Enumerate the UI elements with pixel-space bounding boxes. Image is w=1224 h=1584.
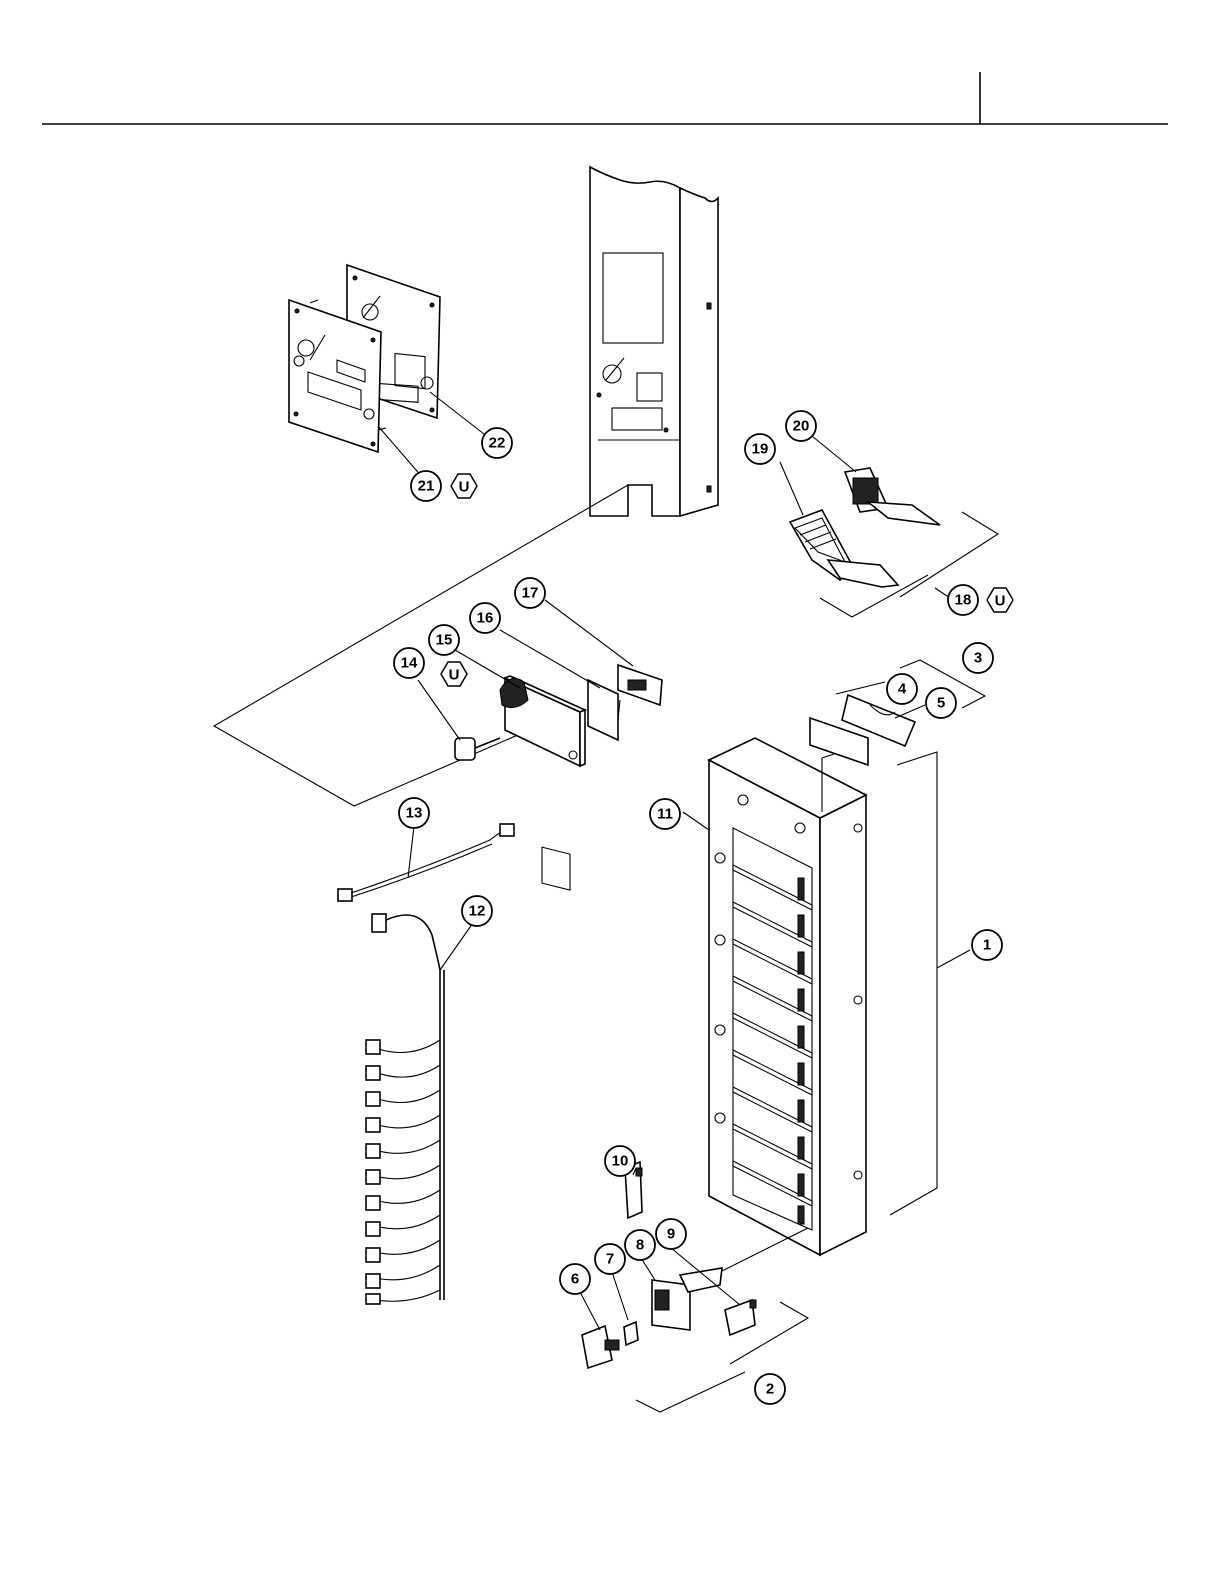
svg-text:12: 12 xyxy=(469,903,486,920)
callout-12: 12 xyxy=(462,896,492,926)
svg-text:16: 16 xyxy=(477,610,494,627)
svg-text:4: 4 xyxy=(898,681,907,698)
header-rule xyxy=(42,72,1168,124)
callout-7: 7 xyxy=(595,1244,625,1274)
svg-text:8: 8 xyxy=(636,1237,644,1254)
svg-text:18: 18 xyxy=(955,592,972,609)
callout-3: 3 xyxy=(963,643,993,673)
callout-17: 17 xyxy=(515,578,545,608)
svg-text:17: 17 xyxy=(522,585,539,602)
svg-text:3: 3 xyxy=(974,650,982,667)
callout-2: 2 xyxy=(755,1374,785,1404)
callout-21: 21 xyxy=(411,471,441,501)
callout-6: 6 xyxy=(560,1264,590,1294)
callout-19: 19 xyxy=(745,434,775,464)
callout-15: 15 xyxy=(429,625,459,655)
svg-text:U: U xyxy=(995,593,1006,610)
callout-13: 13 xyxy=(399,798,429,828)
badge-u-15: U xyxy=(441,662,467,686)
svg-text:11: 11 xyxy=(657,806,673,823)
callout-8: 8 xyxy=(625,1230,655,1260)
badge-u-18: U xyxy=(987,588,1013,612)
harness-12-branches xyxy=(366,1040,440,1304)
harness-13 xyxy=(338,824,514,901)
callout-4: 4 xyxy=(887,674,917,704)
callout-18: 18 xyxy=(948,585,978,615)
svg-text:15: 15 xyxy=(436,632,453,649)
callout-20: 20 xyxy=(786,411,816,441)
svg-text:9: 9 xyxy=(667,1226,675,1243)
svg-text:2: 2 xyxy=(766,1381,774,1398)
svg-text:10: 10 xyxy=(612,1153,629,1170)
svg-text:5: 5 xyxy=(937,695,945,712)
svg-text:U: U xyxy=(449,667,460,684)
callout-10: 10 xyxy=(605,1146,635,1176)
callout-14: 14 xyxy=(394,648,424,678)
svg-text:22: 22 xyxy=(489,435,506,452)
svg-text:20: 20 xyxy=(793,418,810,435)
svg-text:U: U xyxy=(459,479,470,496)
svg-text:21: 21 xyxy=(418,478,435,495)
selector-panel xyxy=(683,660,985,1255)
harness-12 xyxy=(366,914,475,1304)
cabinet-column xyxy=(590,167,718,516)
callout-11: 11 xyxy=(650,799,680,829)
svg-text:19: 19 xyxy=(752,441,769,458)
callout-5: 5 xyxy=(926,688,956,718)
svg-text:1: 1 xyxy=(983,937,991,954)
callout-9: 9 xyxy=(656,1219,686,1249)
callout-16: 16 xyxy=(470,603,500,633)
svg-text:14: 14 xyxy=(401,655,418,672)
badge-u-21: U xyxy=(451,474,477,498)
svg-text:7: 7 xyxy=(606,1251,614,1268)
callout-1: 1 xyxy=(972,930,1002,960)
callout-22: 22 xyxy=(482,428,512,458)
svg-text:6: 6 xyxy=(571,1271,579,1288)
svg-text:13: 13 xyxy=(406,805,423,822)
